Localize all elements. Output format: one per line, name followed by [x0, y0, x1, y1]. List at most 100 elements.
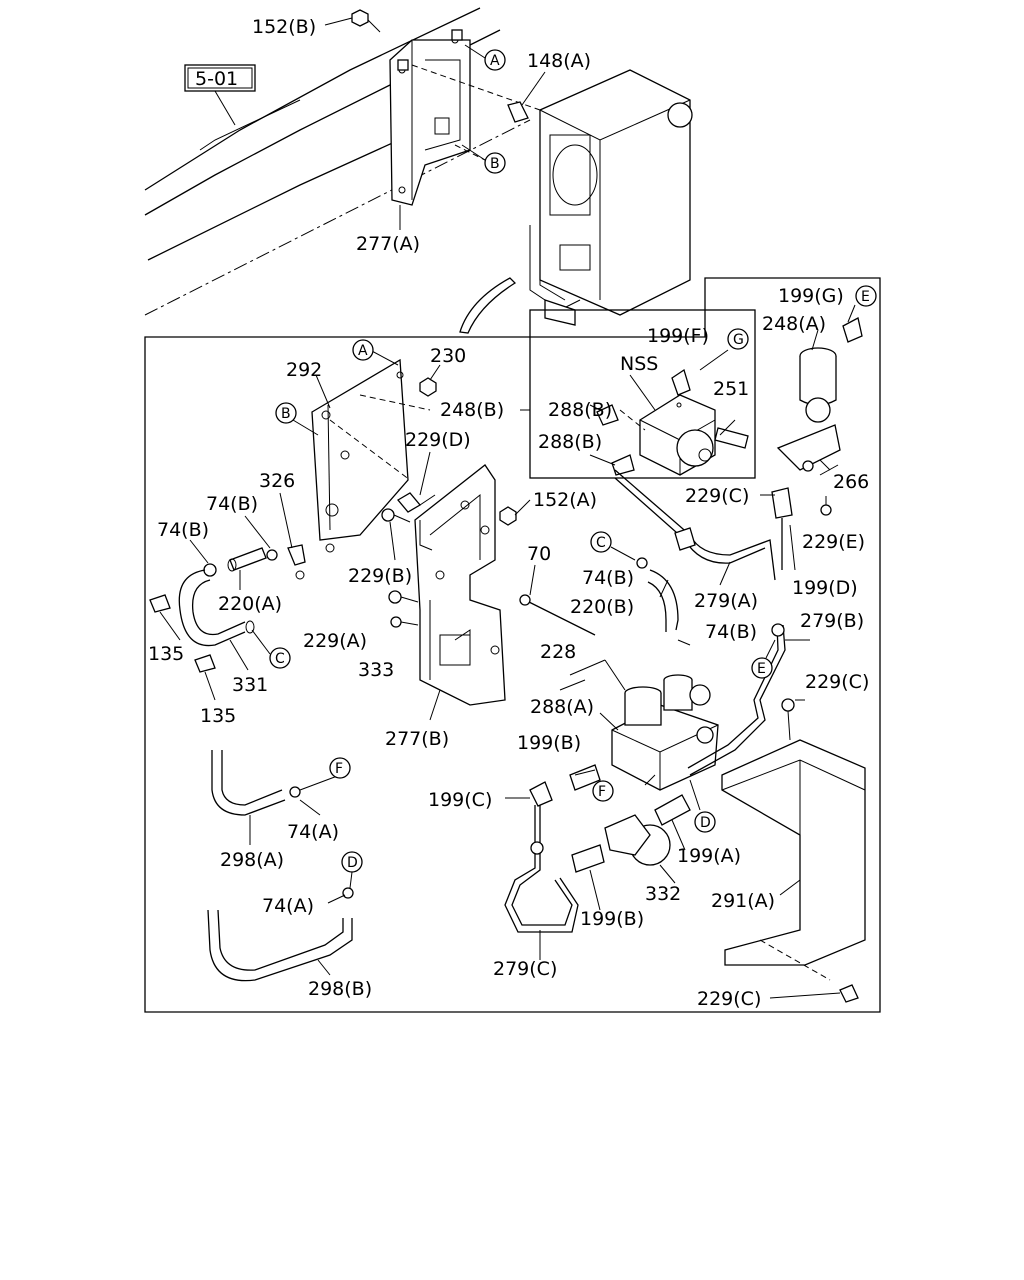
label-74a-2: 74(A) — [262, 895, 314, 917]
label-279c: 279(C) — [493, 958, 557, 980]
label-251: 251 — [713, 378, 749, 400]
rod-70 — [519, 564, 596, 636]
hose-220b — [636, 557, 679, 632]
label-199b-2: 199(B) — [580, 908, 644, 930]
label-199f: 199(F) — [647, 325, 709, 347]
cover-291a — [721, 698, 866, 1003]
label-298b: 298(B) — [308, 978, 372, 1000]
label-199c: 199(C) — [428, 789, 492, 811]
bracket-277a — [389, 36, 541, 206]
bracket-277b — [414, 464, 506, 706]
nut-152a — [499, 506, 517, 526]
fitting-199d — [771, 487, 793, 570]
label-229c-3: 229(C) — [697, 988, 761, 1010]
label-288a: 288(A) — [530, 696, 594, 718]
pipe-279c — [504, 805, 579, 933]
label-220a: 220(A) — [218, 593, 282, 615]
label-152a: 152(A) — [533, 489, 597, 511]
label-199g: 199(G) — [778, 285, 844, 307]
label-248b: 248(B) — [440, 399, 504, 421]
label-nss: NSS — [620, 353, 658, 375]
svg-text:B: B — [490, 156, 500, 172]
svg-text:F: F — [598, 784, 606, 800]
svg-text:A: A — [490, 53, 500, 69]
bolt-229e — [820, 496, 832, 516]
circle-b-top: B — [461, 144, 506, 174]
label-326: 326 — [259, 470, 295, 492]
circle-e-top: E — [855, 285, 877, 307]
label-332: 332 — [645, 883, 681, 905]
svg-text:F: F — [335, 761, 343, 777]
hose-298a — [211, 750, 301, 816]
label-229a: 229(A) — [303, 630, 367, 652]
label-74b-4: 74(B) — [705, 621, 757, 643]
label-220b: 220(B) — [570, 596, 634, 618]
label-229b-1: 229(B) — [348, 565, 412, 587]
ref-box-label: 5-01 — [195, 68, 238, 90]
label-229c-2: 229(C) — [805, 671, 869, 693]
circle-c-right: C — [590, 531, 636, 561]
label-199d: 199(D) — [792, 577, 858, 599]
label-70: 70 — [527, 543, 551, 565]
label-331: 331 — [232, 674, 268, 696]
label-199b-1: 199(B) — [517, 732, 581, 754]
circle-b-detail: B — [275, 402, 297, 424]
label-229d: 229(D) — [405, 429, 471, 451]
nss-inset-box — [529, 309, 756, 479]
label-277a: 277(A) — [356, 233, 420, 255]
svg-text:C: C — [596, 535, 606, 551]
nut-230 — [419, 377, 437, 397]
clamp-135 — [149, 594, 216, 673]
circle-a-top: A — [464, 44, 506, 71]
elbow-326 — [287, 544, 306, 580]
label-292: 292 — [286, 359, 322, 381]
svg-text:B: B — [281, 406, 291, 422]
gauge-332 — [571, 794, 691, 873]
svg-text:D: D — [347, 855, 358, 871]
label-279b: 279(B) — [800, 610, 864, 632]
ref-box: 5-01 — [184, 64, 256, 126]
label-333: 333 — [358, 659, 394, 681]
plate-292 — [311, 358, 431, 553]
circle-e-mid: E — [751, 639, 776, 679]
svg-text:C: C — [275, 651, 285, 667]
label-288b-2: 288(B) — [538, 431, 602, 453]
svg-text:D: D — [700, 815, 711, 831]
label-135b: 135 — [200, 705, 236, 727]
circle-d-left: D — [341, 851, 363, 873]
hose-220a — [227, 547, 267, 572]
bolt-333 — [390, 616, 419, 628]
bolt-229a — [388, 590, 419, 604]
label-148a: 148(A) — [527, 50, 591, 72]
elbow-199c — [505, 781, 553, 807]
svg-text:A: A — [358, 343, 368, 359]
label-230: 230 — [430, 345, 466, 367]
circle-f-right: F — [592, 780, 614, 802]
detail-frame — [144, 277, 881, 1013]
bolt-pair — [397, 29, 463, 71]
bolt-229b — [381, 508, 411, 523]
label-74b-1: 74(B) — [206, 493, 258, 515]
circle-g: G — [727, 328, 749, 350]
circle-a-detail: A — [352, 339, 374, 361]
svg-text:G: G — [733, 332, 744, 348]
leader-lines — [159, 304, 856, 999]
label-266: 266 — [833, 471, 869, 493]
solenoid-248a — [776, 317, 863, 472]
frame-rail — [144, 7, 531, 316]
label-199a: 199(A) — [677, 845, 741, 867]
detail-arrow — [459, 277, 517, 334]
label-74b-2: 74(B) — [157, 519, 209, 541]
label-288b-1: 288(B) — [548, 399, 612, 421]
label-152b: 152(B) — [252, 16, 316, 38]
label-298a: 298(A) — [220, 849, 284, 871]
circle-c-left: C — [251, 629, 291, 669]
label-74b-3: 74(B) — [582, 567, 634, 589]
hose-298b — [207, 887, 354, 982]
label-248a: 248(A) — [762, 313, 826, 335]
label-291a: 291(A) — [711, 890, 775, 912]
label-277b: 277(B) — [385, 728, 449, 750]
valve-228 — [569, 674, 719, 791]
label-228: 228 — [540, 641, 576, 663]
